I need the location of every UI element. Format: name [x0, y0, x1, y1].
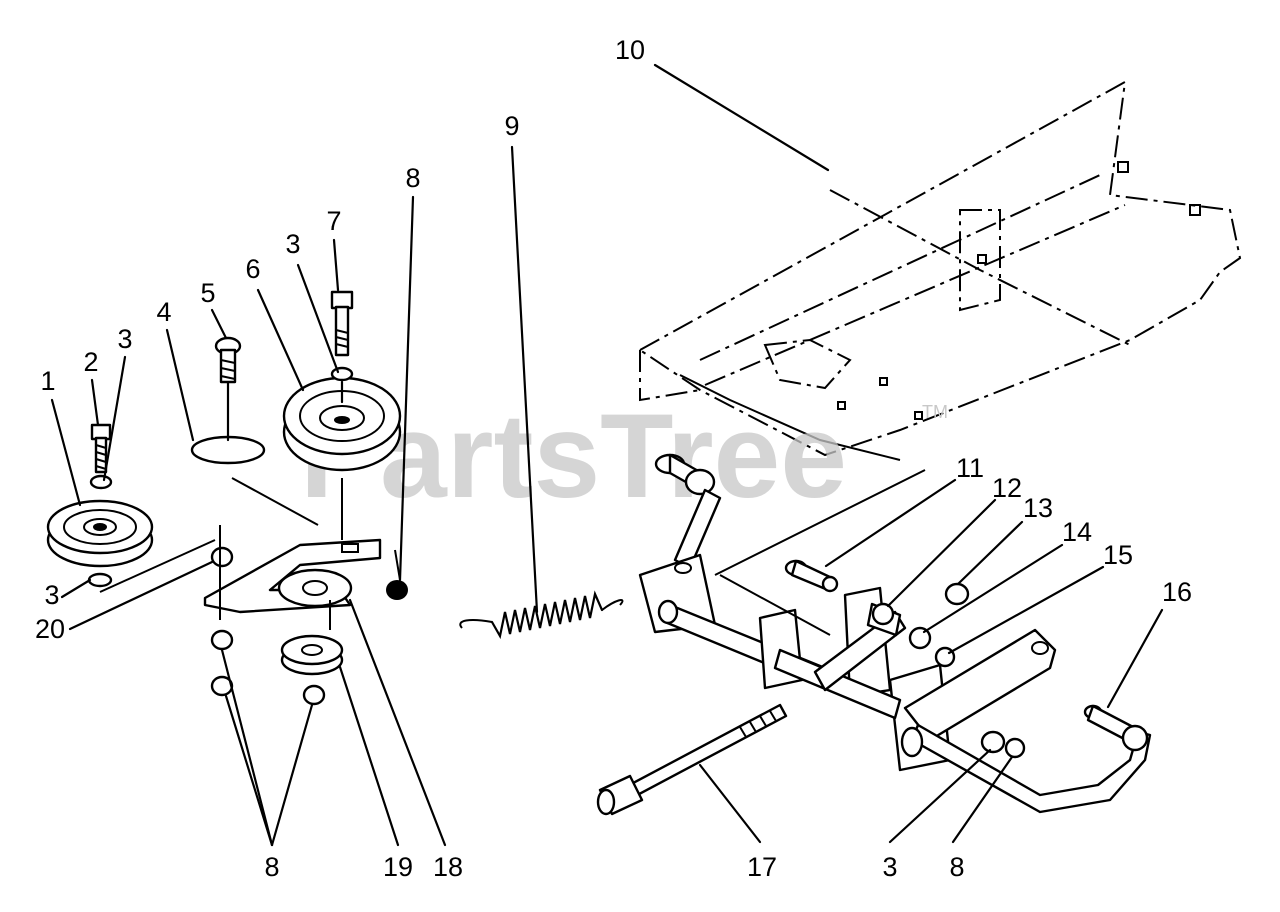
callout-labels: 10 9 8 7 3 6 5 4 3 2 1 3 20 11 12 13 14 …: [35, 35, 1192, 882]
callout-20: 20: [35, 614, 65, 644]
pin-16: [1083, 704, 1149, 752]
callout-3-bottom: 3: [882, 852, 897, 882]
callout-4: 4: [156, 297, 171, 327]
callout-19: 19: [383, 852, 413, 882]
bolt-2: [89, 423, 113, 490]
bushing-12: [866, 602, 902, 637]
deck-frame: [638, 80, 1242, 461]
nut-13: [944, 582, 970, 606]
callout-14: 14: [1062, 517, 1092, 547]
callout-12: 12: [992, 473, 1022, 503]
idler-pulley-small: [46, 499, 154, 568]
callout-15: 15: [1103, 540, 1133, 570]
washer-3-right: [980, 730, 1006, 754]
callout-3-left: 3: [44, 580, 59, 610]
pivot-shaft-assembly: [638, 453, 1152, 814]
callout-10: 10: [615, 35, 645, 65]
watermark-trademark: TM: [922, 402, 948, 422]
extension-spring-9: [459, 590, 624, 640]
washer-3-lower: [87, 572, 113, 588]
callout-6: 6: [245, 254, 260, 284]
callout-18: 18: [433, 852, 463, 882]
callout-3-mid: 3: [117, 324, 132, 354]
spacer-19: [280, 634, 344, 676]
carriage-bolt-5: [214, 336, 242, 384]
callout-11: 11: [956, 453, 984, 483]
callout-3-top: 3: [285, 229, 300, 259]
bolt-17: [596, 703, 788, 816]
callout-5: 5: [200, 278, 215, 308]
alignment-line-right-2: [719, 574, 831, 636]
leader-lines: [50, 63, 1164, 847]
nut-8-group: [210, 546, 408, 706]
callout-17: 17: [747, 852, 777, 882]
callout-9: 9: [504, 111, 519, 141]
callout-8-bottom-left: 8: [264, 852, 279, 882]
alignment-lines-left: [99, 477, 401, 630]
callout-2: 2: [83, 347, 98, 377]
idler-bracket-18: [203, 538, 382, 614]
callout-8-bottom-right: 8: [949, 852, 964, 882]
callout-16: 16: [1162, 577, 1192, 607]
callout-13: 13: [1023, 493, 1053, 523]
callout-8-top: 8: [405, 163, 420, 193]
washer-14: [908, 626, 932, 650]
nut-8-right: [1004, 737, 1026, 759]
callout-7: 7: [326, 206, 341, 236]
callout-1: 1: [40, 366, 55, 396]
alignment-line-right: [714, 469, 926, 576]
pin-11: [784, 559, 839, 593]
